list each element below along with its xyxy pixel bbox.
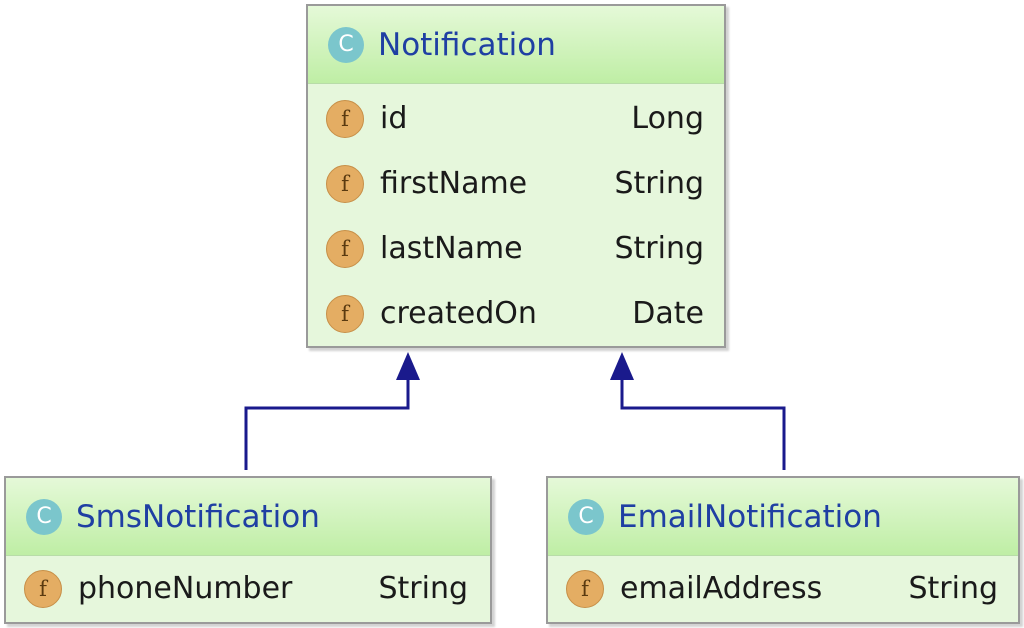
class-name: SmsNotification — [76, 498, 320, 535]
field-name: firstName — [380, 166, 528, 201]
field-type: String — [614, 166, 704, 201]
field-row: f createdOn Date — [326, 281, 704, 346]
field-list: f phoneNumber String — [6, 556, 490, 621]
field-type: Date — [632, 296, 704, 331]
field-name: emailAddress — [620, 571, 823, 606]
email-inheritance-line — [620, 378, 786, 470]
field-f-icon: f — [326, 164, 364, 203]
field-name: id — [380, 101, 408, 136]
field-f-icon: f — [326, 229, 364, 268]
class-header: C Notification — [308, 6, 724, 84]
field-type: Long — [631, 101, 704, 136]
field-type: String — [614, 231, 704, 266]
class-notification[interactable]: C Notification f id Long f firstName Str… — [306, 4, 726, 348]
inheritance-arrow-icon — [396, 352, 420, 380]
field-name: phoneNumber — [78, 571, 293, 606]
field-row: f lastName String — [326, 216, 704, 281]
class-email-notification[interactable]: C EmailNotification f emailAddress Strin… — [546, 476, 1020, 624]
field-type: String — [378, 571, 468, 606]
field-list: f id Long f firstName String f lastName … — [308, 84, 724, 346]
field-f-icon: f — [24, 569, 62, 608]
sms-inheritance-line — [244, 378, 410, 470]
field-f-icon: f — [326, 294, 364, 333]
field-f-icon: f — [326, 99, 364, 138]
class-c-icon: C — [568, 498, 604, 535]
class-name: Notification — [378, 26, 556, 63]
class-header: C EmailNotification — [548, 478, 1018, 556]
class-sms-notification[interactable]: C SmsNotification f phoneNumber String — [4, 476, 492, 624]
field-type: String — [908, 571, 998, 606]
field-row: f firstName String — [326, 151, 704, 216]
field-row: f emailAddress String — [566, 556, 998, 621]
class-header: C SmsNotification — [6, 478, 490, 556]
class-c-icon: C — [328, 26, 364, 63]
field-name: lastName — [380, 231, 523, 266]
field-f-icon: f — [566, 569, 604, 608]
field-row: f id Long — [326, 86, 704, 151]
field-name: createdOn — [380, 296, 537, 331]
field-row: f phoneNumber String — [24, 556, 468, 621]
field-list: f emailAddress String — [548, 556, 1018, 621]
class-c-icon: C — [26, 498, 62, 535]
inheritance-arrow-icon — [610, 352, 634, 380]
class-name: EmailNotification — [618, 498, 882, 535]
